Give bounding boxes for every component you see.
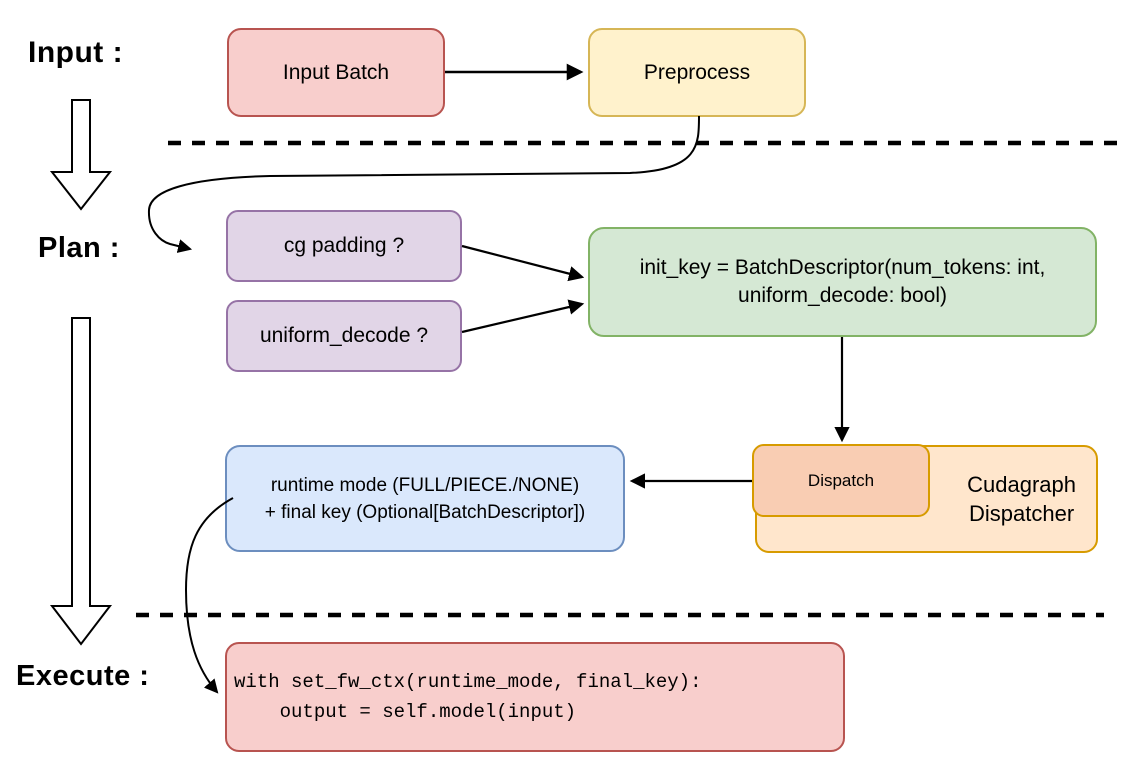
node-dispatch-label: Dispatch: [807, 470, 875, 490]
stage-label-input: Input :: [28, 36, 124, 69]
stage-arrow-input-to-plan-icon: [49, 99, 113, 211]
node-cudagraph-dispatcher-line1: Cudagraph: [967, 472, 1076, 497]
node-runtime-mode-line1: runtime mode (FULL/PIECE./NONE): [270, 474, 580, 496]
arrow-cg-padding-to-init-key: [461, 244, 585, 282]
node-cudagraph-dispatcher-label: Cudagraph Dispatcher: [967, 470, 1076, 528]
stage-arrow-plan-to-execute-icon: [49, 317, 113, 646]
node-input-batch: Input Batch: [227, 28, 445, 117]
node-init-key-line2: uniform_decode: bool): [738, 284, 947, 307]
node-init-key: init_key = BatchDescriptor(num_tokens: i…: [588, 227, 1097, 337]
node-uniform-decode: uniform_decode ?: [226, 300, 462, 372]
node-runtime-mode-line2: + final key (Optional[BatchDescriptor]): [264, 501, 586, 523]
node-preprocess: Preprocess: [588, 28, 806, 117]
execute-code-line1: with set_fw_ctx(runtime_mode, final_key)…: [234, 671, 702, 693]
node-runtime-mode: runtime mode (FULL/PIECE./NONE) + final …: [225, 445, 625, 552]
node-dispatch: Dispatch: [752, 444, 930, 517]
stage-label-plan: Plan :: [38, 232, 120, 264]
node-input-batch-label: Input Batch: [282, 60, 390, 84]
node-uniform-decode-label: uniform_decode ?: [259, 324, 429, 347]
node-cudagraph-dispatcher-line2: Dispatcher: [968, 501, 1075, 526]
arrow-uniform-decode-to-init-key: [461, 299, 585, 334]
stage-label-execute: Execute :: [16, 660, 150, 692]
execute-code-line2: output = self.model(input): [234, 701, 577, 723]
node-execute-code: with set_fw_ctx(runtime_mode, final_key)…: [225, 642, 845, 752]
node-init-key-line1: init_key = BatchDescriptor(num_tokens: i…: [639, 256, 1046, 279]
node-preprocess-label: Preprocess: [643, 60, 751, 84]
node-cg-padding: cg padding ?: [226, 210, 462, 282]
node-cg-padding-label: cg padding ?: [283, 234, 405, 257]
